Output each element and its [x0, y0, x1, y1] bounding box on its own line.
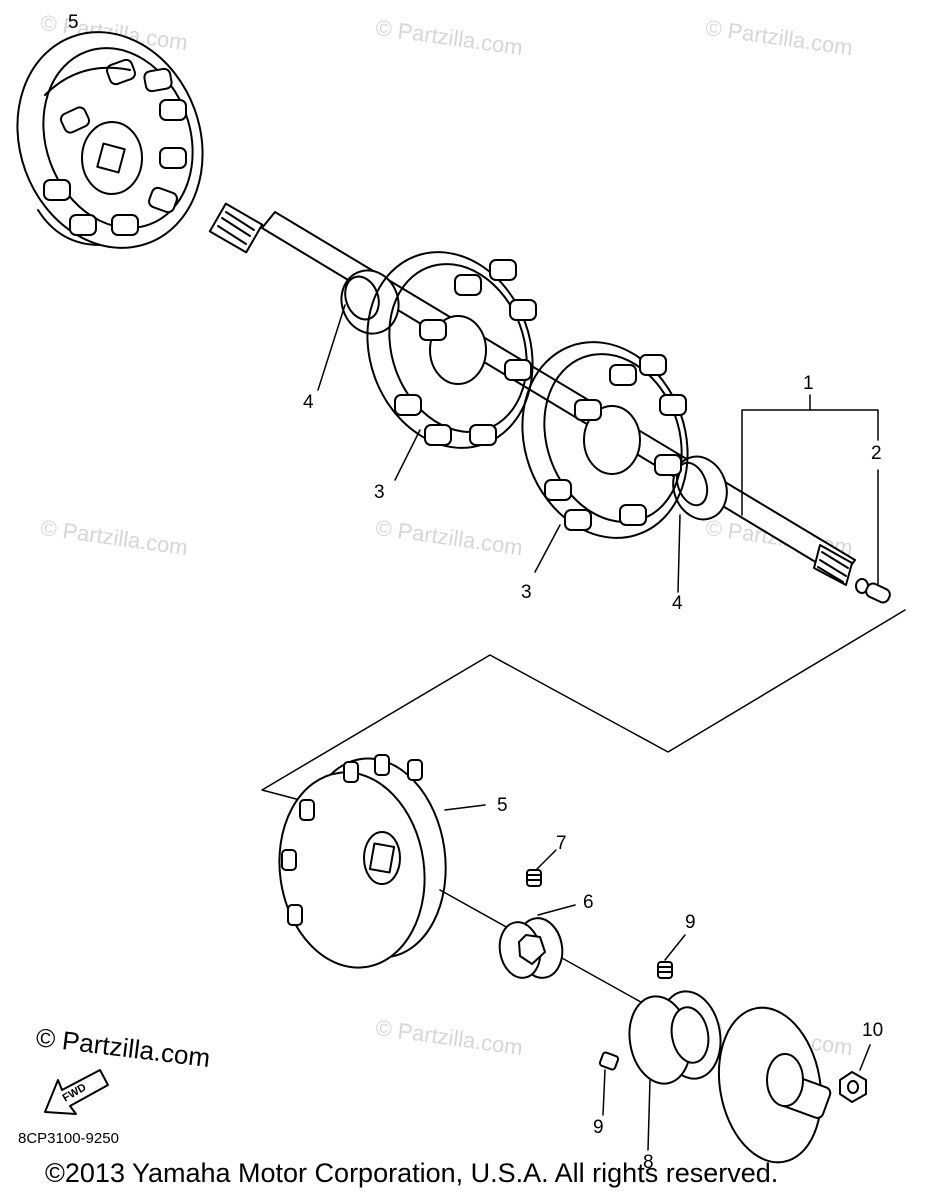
callout-6: 6 — [583, 892, 594, 913]
shaft-end-plug — [855, 578, 891, 604]
callout-1: 1 — [803, 373, 814, 394]
callout-8: 8 — [643, 1152, 654, 1173]
bearing-8 — [628, 990, 722, 1085]
callout-3-left: 3 — [374, 482, 385, 503]
callout-9-bottom: 9 — [593, 1117, 604, 1138]
sprocket-middle-left — [366, 251, 537, 449]
fwd-arrow-icon — [44, 1069, 109, 1115]
callout-10: 10 — [862, 1020, 884, 1041]
callout-4-right: 4 — [672, 593, 683, 614]
callout-7: 7 — [556, 833, 567, 854]
collar — [498, 917, 564, 979]
hub-flange — [717, 1006, 832, 1164]
set-screw-9-bottom — [598, 1051, 620, 1071]
sprocket-middle-right — [521, 341, 689, 539]
set-screw-9-top — [657, 961, 673, 979]
sprocket-wheel-bottom — [278, 754, 447, 969]
sprocket-wheel-top — [16, 31, 204, 249]
set-screw-7 — [526, 869, 542, 887]
callout-4-left: 4 — [303, 392, 314, 413]
drawing-number: 8CP3100-9250 — [18, 1130, 119, 1147]
callout-9-top: 9 — [685, 912, 696, 933]
callout-5-top: 5 — [68, 12, 79, 33]
copyright-notice: ©2013 Yamaha Motor Corporation, U.S.A. A… — [45, 1158, 779, 1188]
callout-5-bottom: 5 — [497, 795, 508, 816]
callout-2: 2 — [871, 443, 882, 464]
callout-3-middle: 3 — [521, 582, 532, 603]
nut-10 — [839, 1071, 867, 1103]
